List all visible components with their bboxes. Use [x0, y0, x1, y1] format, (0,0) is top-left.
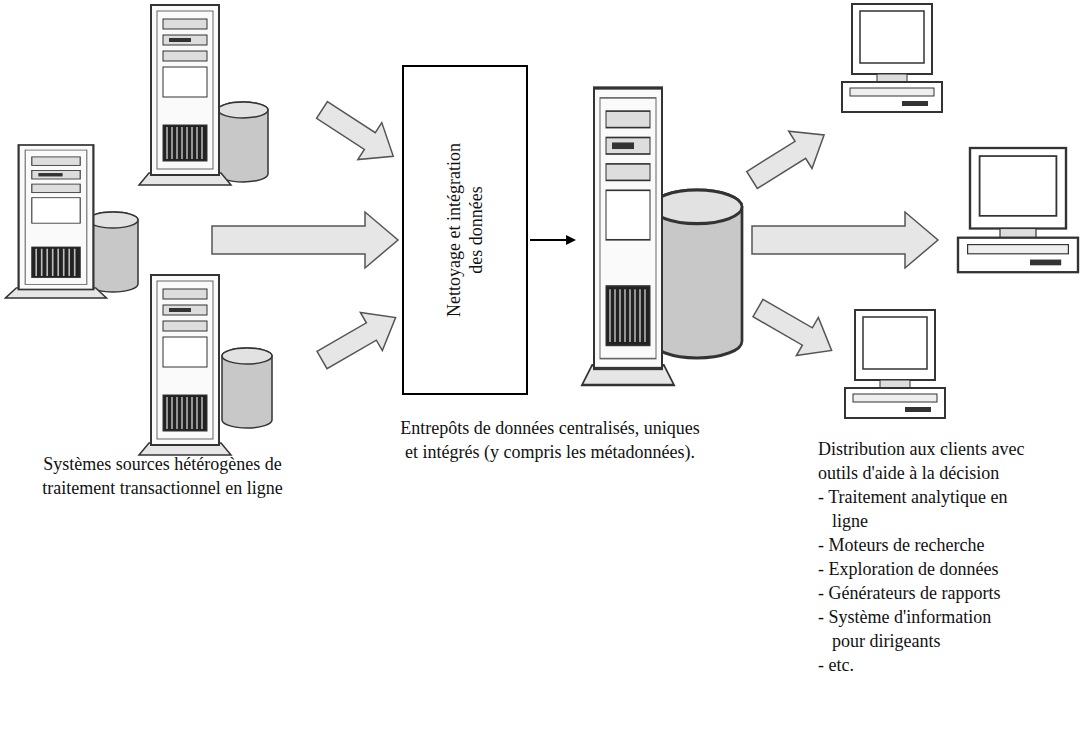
box-text: Nettoyage et intégration des données — [443, 130, 487, 330]
client-computer — [958, 148, 1078, 272]
tool-item: - Traitement analytique en ligne — [818, 485, 1028, 533]
caption-text: Systèmes sources hétérogènes de traiteme… — [40, 452, 285, 500]
flow-arrow — [740, 116, 835, 198]
flow-arrow — [310, 92, 405, 175]
source-server — [139, 275, 272, 455]
tool-item: - etc. — [818, 653, 1028, 677]
client-computer — [842, 4, 942, 112]
tool-item: - Exploration de données — [818, 557, 1028, 581]
source-server — [139, 5, 268, 185]
source-server — [5, 145, 138, 298]
caption-text: Distribution aux clients avec outils d'a… — [818, 437, 1050, 485]
flow-arrow — [747, 289, 843, 370]
tool-item: - Moteurs de recherche — [818, 533, 1028, 557]
flow-arrow — [752, 212, 938, 268]
caption-text: Entrepôts de données centralisés, unique… — [395, 416, 705, 464]
tool-item: - Système d'information pour dirigeants — [818, 605, 1028, 653]
client-tools-list: Distribution aux clients avec outils d'a… — [818, 437, 1050, 677]
flow-arrow — [311, 298, 407, 379]
warehouse-server — [582, 88, 742, 385]
flow-arrow — [212, 212, 398, 268]
client-computer — [845, 310, 945, 418]
process-box: Nettoyage et intégration des données — [402, 65, 528, 395]
load-arrow — [530, 235, 576, 245]
tool-item: - Générateurs de rapports — [818, 581, 1028, 605]
